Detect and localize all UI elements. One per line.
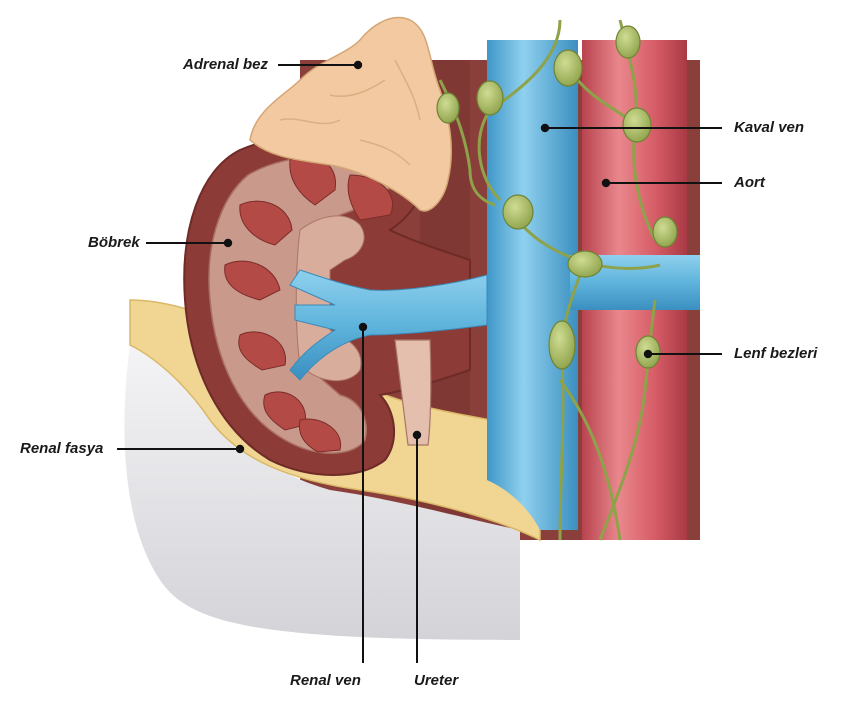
label-kidney: Böbrek [88, 234, 140, 251]
renal-pyramids [224, 155, 393, 453]
adrenal-gland [249, 16, 452, 212]
label-aorta: Aort [734, 174, 765, 191]
label-adrenal-gland: Adrenal bez [183, 56, 269, 73]
renal-pelvis [295, 215, 365, 382]
label-vena-cava: Kaval ven [734, 119, 805, 136]
label-renal-vein: Renal ven [290, 672, 361, 689]
leader-lines [117, 60, 722, 663]
renal-vein-vessel [289, 269, 488, 381]
ureter-tube [394, 339, 432, 446]
label-lymph-nodes: Lenf bezleri [734, 345, 818, 362]
lymph-nodes [436, 25, 678, 370]
peritoneum [124, 345, 520, 640]
label-renal-fascia: Renal fasya [20, 440, 104, 457]
vena-cava-vessel [487, 40, 578, 530]
label-ureter: Ureter [414, 672, 459, 689]
